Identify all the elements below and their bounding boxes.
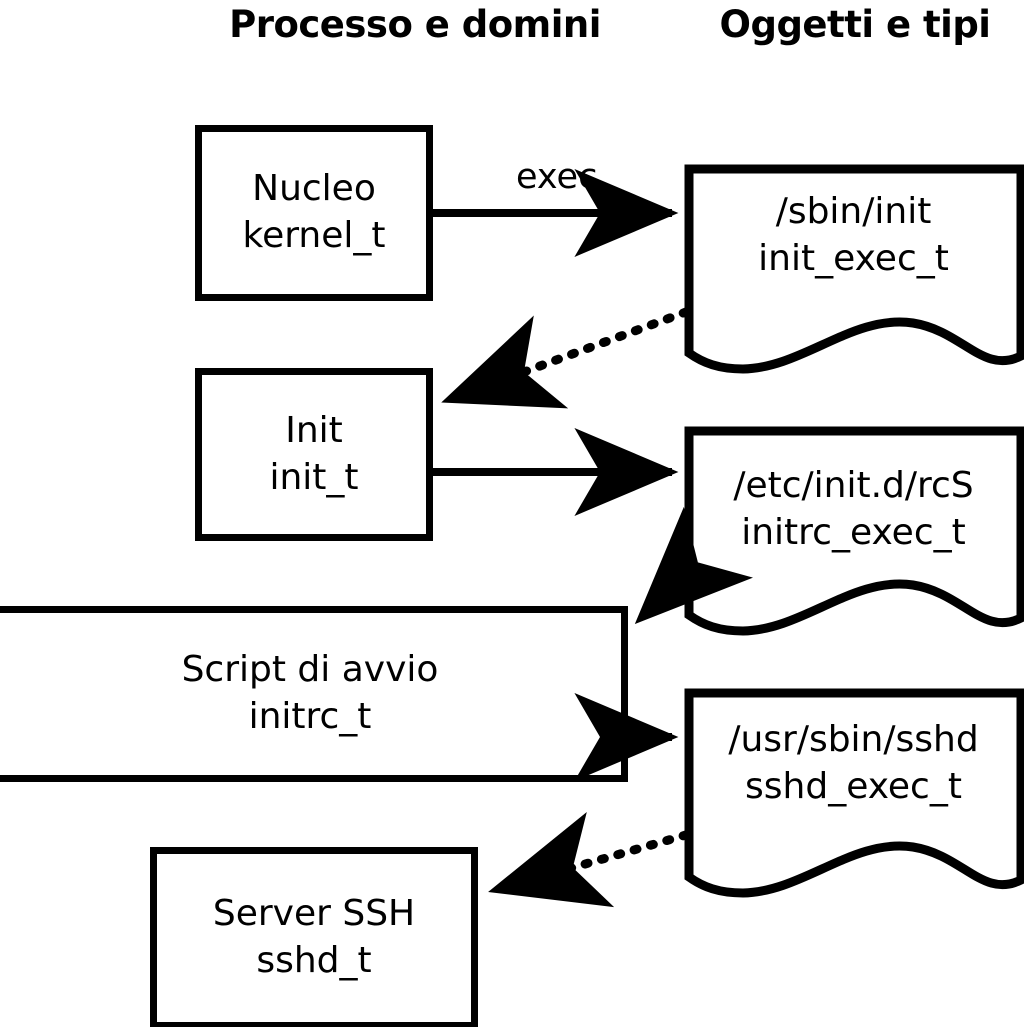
edge-initrc-exec-to-initrc [634,506,754,625]
column-header-objects: Oggetti e tipi [690,2,1020,48]
edge-label-exec: exec [516,157,598,197]
process-box-init-domain: init_t [269,456,359,498]
process-box-kernel-name: Nucleo [252,168,376,210]
process-box-init: Init init_t [195,368,433,541]
column-header-objects-line1: Oggetti e [719,3,912,46]
edge-sshd-exec-to-sshd [488,812,691,908]
process-box-initrc-domain: initrc_t [248,696,372,737]
process-box-kernel-domain: kernel_t [242,215,386,256]
object-doc-init-exec: /sbin/init init_exec_t [683,163,1024,375]
column-header-objects-line2: tipi [922,3,991,46]
column-header-processes-line2: e domini [424,3,602,46]
process-box-initrc-name: Script di avvio [181,649,439,691]
edge-init-exec-to-init [441,307,691,409]
process-box-sshd: Server SSH sshd_t [150,847,478,1027]
process-box-init-name: Init [285,409,343,451]
column-header-processes: Processo e domini [180,2,650,48]
process-box-kernel: Nucleo kernel_t [195,125,433,301]
process-box-sshd-name: Server SSH [212,893,416,935]
object-doc-sshd-exec: /usr/sbin/sshd sshd_exec_t [683,687,1024,899]
process-box-sshd-domain: sshd_t [256,940,372,981]
process-box-initrc: Script di avvio initrc_t [0,606,628,782]
object-doc-initrc-exec: /etc/init.d/rcS initrc_exec_t [683,425,1024,637]
column-header-processes-line1: Processo [229,3,413,46]
